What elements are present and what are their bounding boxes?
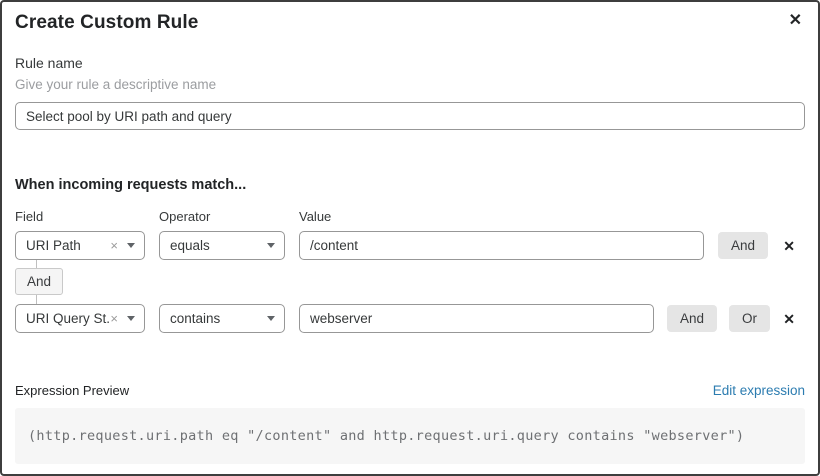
value-input[interactable] <box>299 304 654 333</box>
page-title: Create Custom Rule <box>15 12 199 33</box>
chevron-down-icon <box>267 316 275 321</box>
close-icon[interactable]: ✕ <box>785 9 806 33</box>
operator-select[interactable]: equals <box>159 231 285 260</box>
field-select-value: URI Query St... <box>26 311 111 326</box>
clear-icon[interactable]: × <box>110 311 118 326</box>
connector-and-badge: And <box>15 268 64 295</box>
operator-select[interactable]: contains <box>159 304 285 333</box>
expression-preview-label: Expression Preview <box>15 383 130 398</box>
connector-line <box>36 295 37 304</box>
edit-expression-link[interactable]: Edit expression <box>712 383 805 398</box>
chevron-down-icon <box>127 243 135 248</box>
operator-select-value: equals <box>170 238 210 253</box>
delete-row-icon[interactable]: ✕ <box>783 237 795 254</box>
chevron-down-icon <box>267 243 275 248</box>
matcher-row: URI Query St... × contains And Or ✕ <box>15 304 805 333</box>
delete-row-icon[interactable]: ✕ <box>783 310 795 327</box>
and-button[interactable]: And <box>718 232 769 259</box>
row-connector: And <box>15 260 805 304</box>
clear-icon[interactable]: × <box>110 238 118 253</box>
rule-name-label: Rule name <box>15 55 83 71</box>
field-column-label: Field <box>15 209 44 224</box>
expression-preview-header: Expression Preview Edit expression <box>15 383 805 398</box>
rule-name-helper: Give your rule a descriptive name <box>15 77 217 92</box>
expression-code: (http.request.uri.path eq "/content" and… <box>15 408 805 464</box>
value-column-label: Value <box>299 209 332 224</box>
field-select[interactable]: URI Path × <box>15 231 145 260</box>
matcher-heading: When incoming requests match... <box>15 177 247 193</box>
chevron-down-icon <box>127 316 135 321</box>
matcher-row: URI Path × equals And ✕ <box>15 231 805 260</box>
field-select[interactable]: URI Query St... × <box>15 304 145 333</box>
connector-line <box>36 260 37 268</box>
operator-column-label: Operator <box>159 209 211 224</box>
operator-select-value: contains <box>170 311 221 326</box>
and-button[interactable]: And <box>667 305 718 332</box>
field-select-value: URI Path <box>26 238 81 253</box>
rule-name-input[interactable] <box>15 102 805 130</box>
or-button[interactable]: Or <box>729 305 771 332</box>
matcher-column-labels: Field Operator Value <box>15 209 805 224</box>
value-input[interactable] <box>299 231 704 260</box>
